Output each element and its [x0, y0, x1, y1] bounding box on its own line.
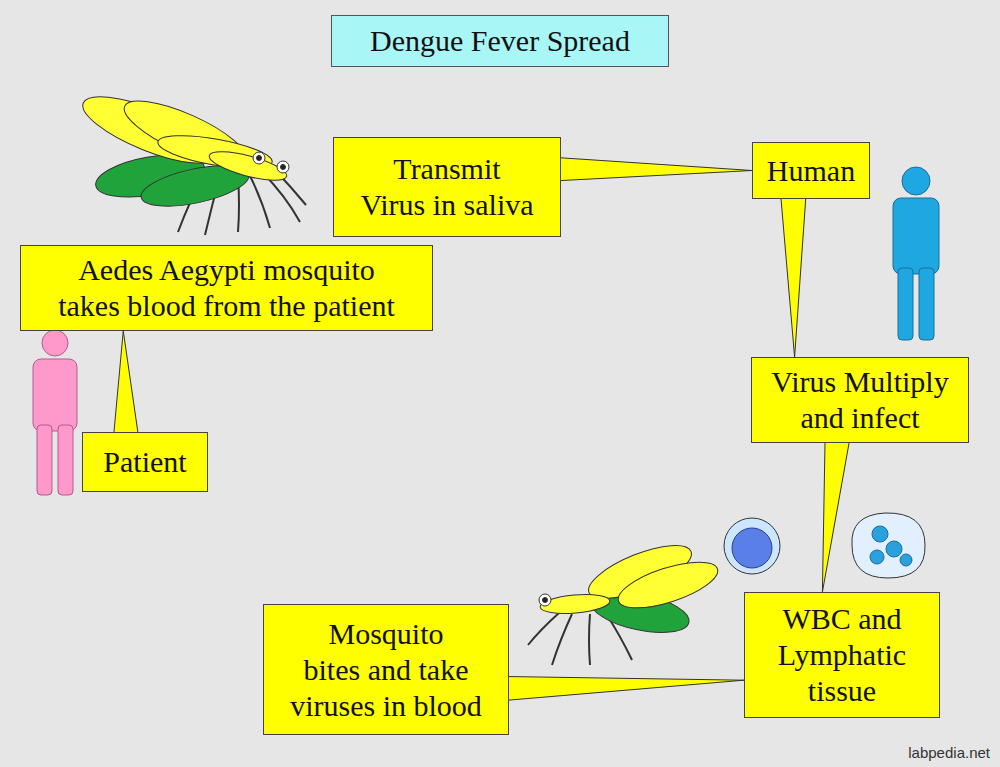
- callout-pointer: [534, 156, 752, 182]
- lymphocyte-cell: [724, 518, 780, 574]
- human-figure: [893, 167, 939, 340]
- callout-pointer: [484, 676, 744, 702]
- callout-pointer: [113, 331, 139, 441]
- callout-text: Transmit Virus in saliva: [342, 151, 552, 223]
- callout-pointer: [780, 190, 806, 357]
- mosquito-top: [75, 84, 306, 235]
- callout-text: WBC and Lymphatic tissue: [753, 601, 931, 709]
- callout-text: Human: [761, 153, 861, 189]
- callout-box: WBC and Lymphatic tissue: [744, 592, 940, 718]
- callout-box: Aedes Aegypti mosquito takes blood from …: [20, 245, 433, 331]
- watermark: labpedia.net: [906, 744, 992, 761]
- monocyte-cell: [852, 513, 925, 578]
- patient-figure: [33, 330, 77, 495]
- callout-box: Transmit Virus in saliva: [333, 137, 561, 237]
- callout-box: Mosquito bites and take viruses in blood: [263, 604, 509, 735]
- callout-text: Aedes Aegypti mosquito takes blood from …: [29, 252, 424, 324]
- callout-box: Patient: [82, 432, 208, 492]
- callout-text: Patient: [91, 444, 199, 480]
- callout-box: Virus Multiply and infect: [751, 357, 969, 443]
- title-box: Dengue Fever Spread: [331, 15, 669, 67]
- callout-text: Mosquito bites and take viruses in blood: [272, 616, 500, 724]
- callout-pointer: [822, 429, 851, 592]
- callout-text: Virus Multiply and infect: [760, 364, 960, 436]
- mosquito-bottom: [528, 535, 723, 665]
- callout-box: Human: [752, 142, 870, 199]
